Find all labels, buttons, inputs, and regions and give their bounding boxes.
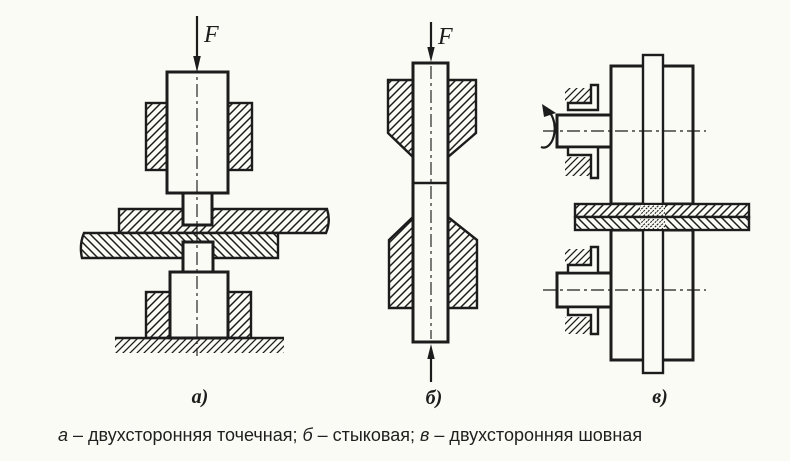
force-label-b: F bbox=[437, 24, 453, 50]
lower-electrode-body bbox=[168, 270, 230, 340]
figure-caption: а – двухсторонняя точечная; б – стыковая… bbox=[58, 424, 642, 446]
lower-clamp-left bbox=[144, 290, 172, 340]
caption-text-a: – двухсторонняя точечная; bbox=[68, 425, 303, 445]
lower-sheet bbox=[79, 231, 280, 260]
caption-key-b: б bbox=[302, 425, 313, 445]
lower-electrode-tip bbox=[181, 240, 215, 274]
diagram-b-label: б) bbox=[426, 387, 443, 409]
diagram-v-seam-welding: в) bbox=[540, 53, 751, 408]
force-arrow-b-top bbox=[427, 22, 435, 62]
lower-bearing-top-hatch bbox=[565, 249, 591, 265]
caption-key-v: в bbox=[420, 425, 430, 445]
upper-bearing-bottom-hatch bbox=[565, 157, 591, 176]
diagram-a-label: а) bbox=[192, 386, 209, 408]
caption-text-v: – двухсторонняя шовная bbox=[429, 425, 643, 445]
force-arrow-a bbox=[193, 16, 201, 72]
upper-clamp-left bbox=[144, 101, 169, 172]
caption-key-a: а bbox=[58, 425, 69, 445]
welding-schemes-figure: F а) F б) bbox=[79, 16, 751, 409]
upper-sheet bbox=[117, 207, 330, 235]
lower-bearing-bottom-hatch bbox=[565, 317, 591, 334]
diagram-v-label: в) bbox=[652, 386, 668, 408]
upper-clamp-right bbox=[226, 101, 254, 172]
force-arrow-b-bottom bbox=[427, 344, 435, 382]
rotation-arrow bbox=[540, 104, 556, 149]
ground-hatching bbox=[115, 339, 284, 353]
force-label-a: F bbox=[203, 22, 219, 48]
caption-text-b: – стыковая; bbox=[312, 425, 421, 445]
diagram-a-spot-welding: F а) bbox=[79, 16, 330, 408]
welding-schemes-drawing: F а) F б) bbox=[79, 16, 751, 409]
diagram-b-butt-welding: F б) bbox=[386, 22, 479, 409]
lower-clamp-right bbox=[226, 290, 253, 340]
lower-roller-disc bbox=[641, 226, 665, 375]
upper-roller-disc bbox=[641, 53, 665, 207]
upper-shaft-bearing-bottom bbox=[566, 145, 600, 180]
upper-bearing-top-hatch bbox=[565, 88, 591, 103]
